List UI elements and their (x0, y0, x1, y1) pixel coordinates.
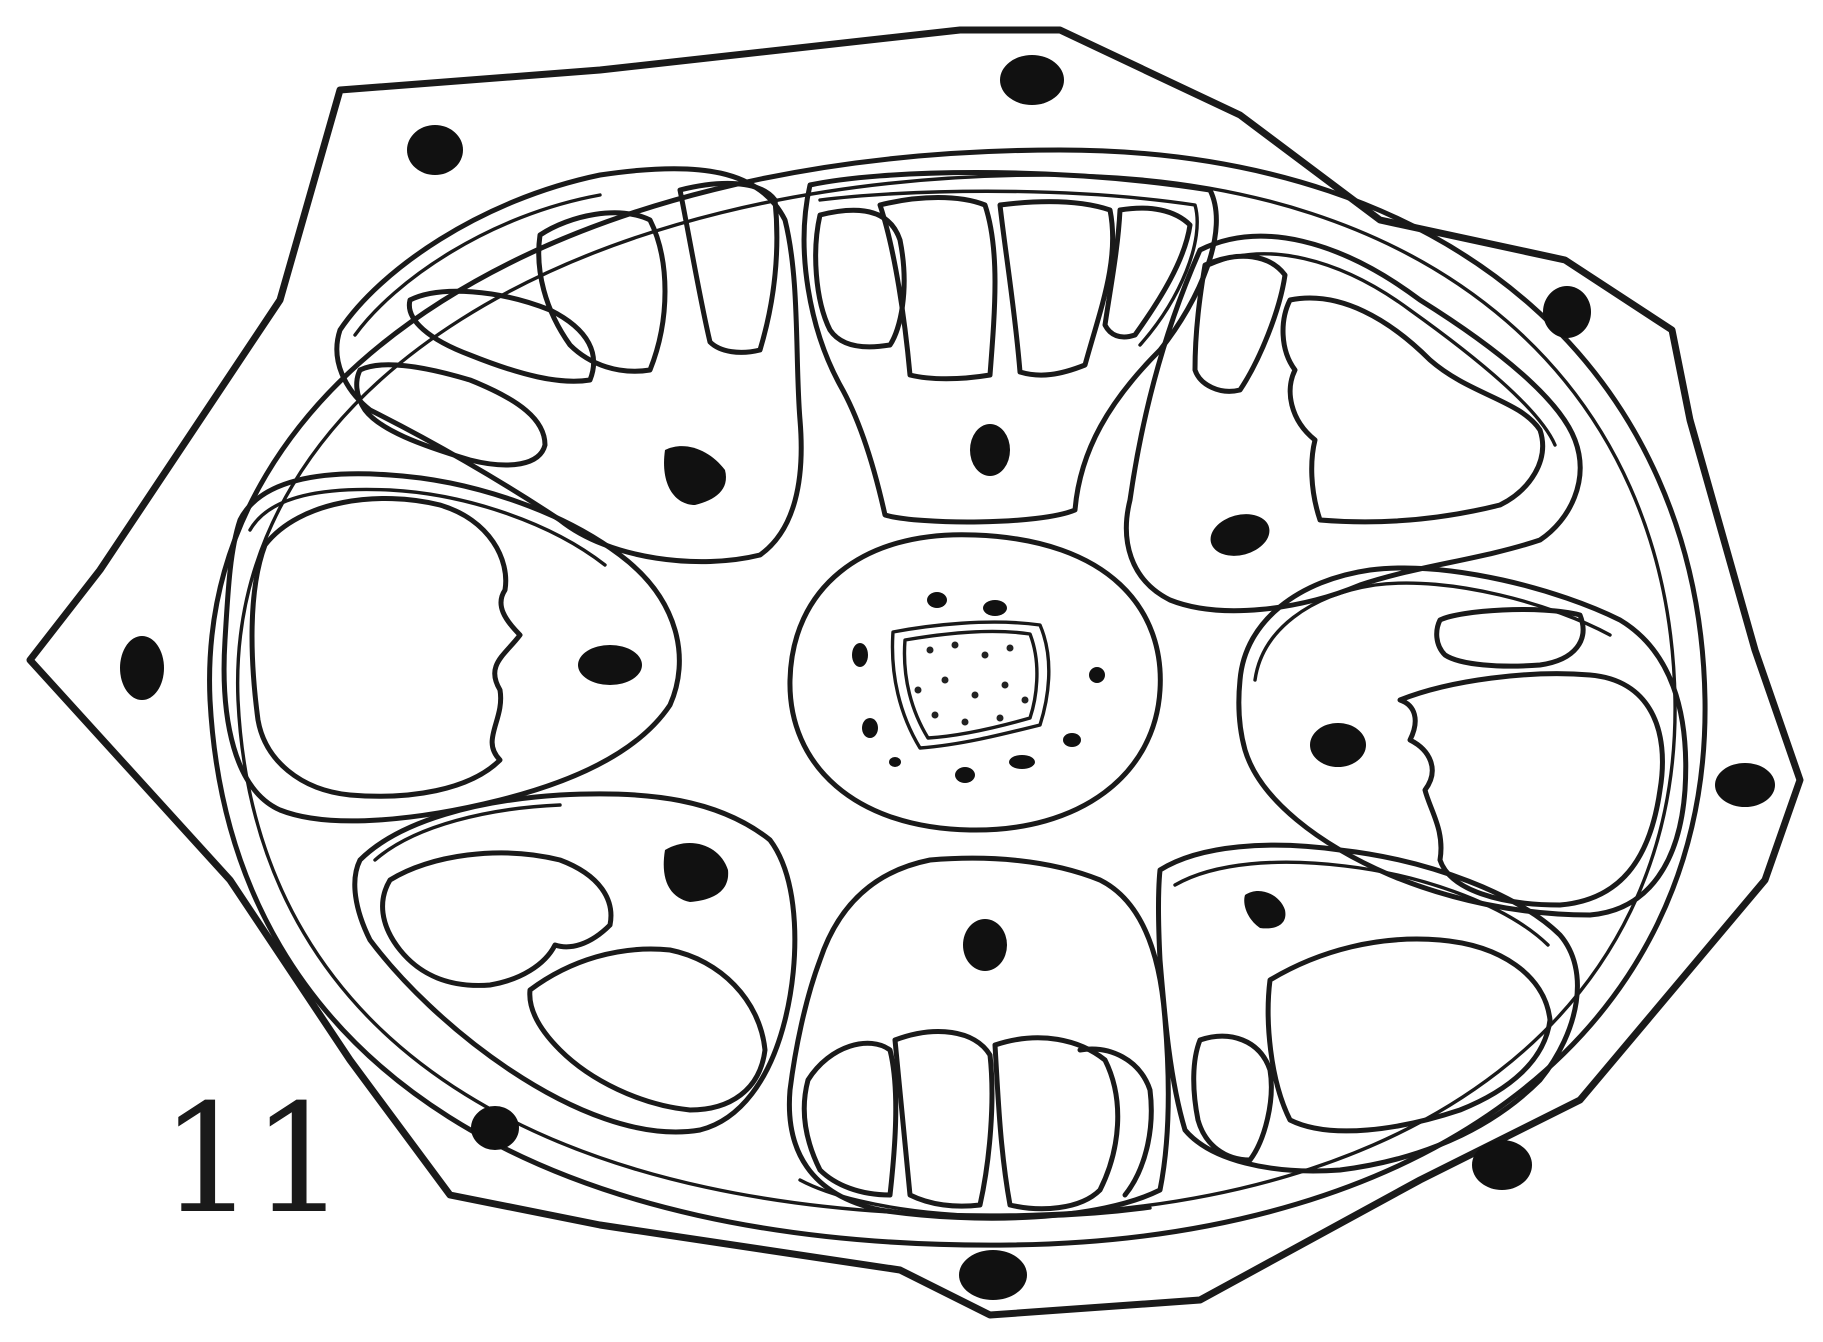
perimeter-nucleus (1000, 55, 1064, 105)
chamber-upper-left (337, 169, 801, 562)
inner-ring-inner (238, 175, 1675, 1215)
inner-ring-outer (210, 150, 1706, 1245)
chamber-lower-right (1159, 845, 1578, 1171)
chamber-top (804, 173, 1216, 522)
chamber-left (224, 474, 679, 821)
perimeter-nucleus (407, 125, 463, 175)
central-core-innermost (904, 632, 1036, 738)
figure-number-label: 11 (160, 1085, 343, 1235)
perimeter-nucleus (1543, 286, 1591, 338)
chamber-bottom (789, 858, 1168, 1218)
perimeter-nucleus (959, 1250, 1027, 1300)
perimeter-nucleus (471, 1106, 519, 1150)
perimeter-nucleus (120, 636, 164, 700)
chamber-lower-left (355, 794, 795, 1132)
perimeter-nucleus (1472, 1140, 1532, 1190)
perimeter-nucleus (1715, 763, 1775, 807)
central-core-inner (892, 622, 1048, 748)
core-dots (852, 592, 1105, 783)
central-core (790, 535, 1160, 830)
